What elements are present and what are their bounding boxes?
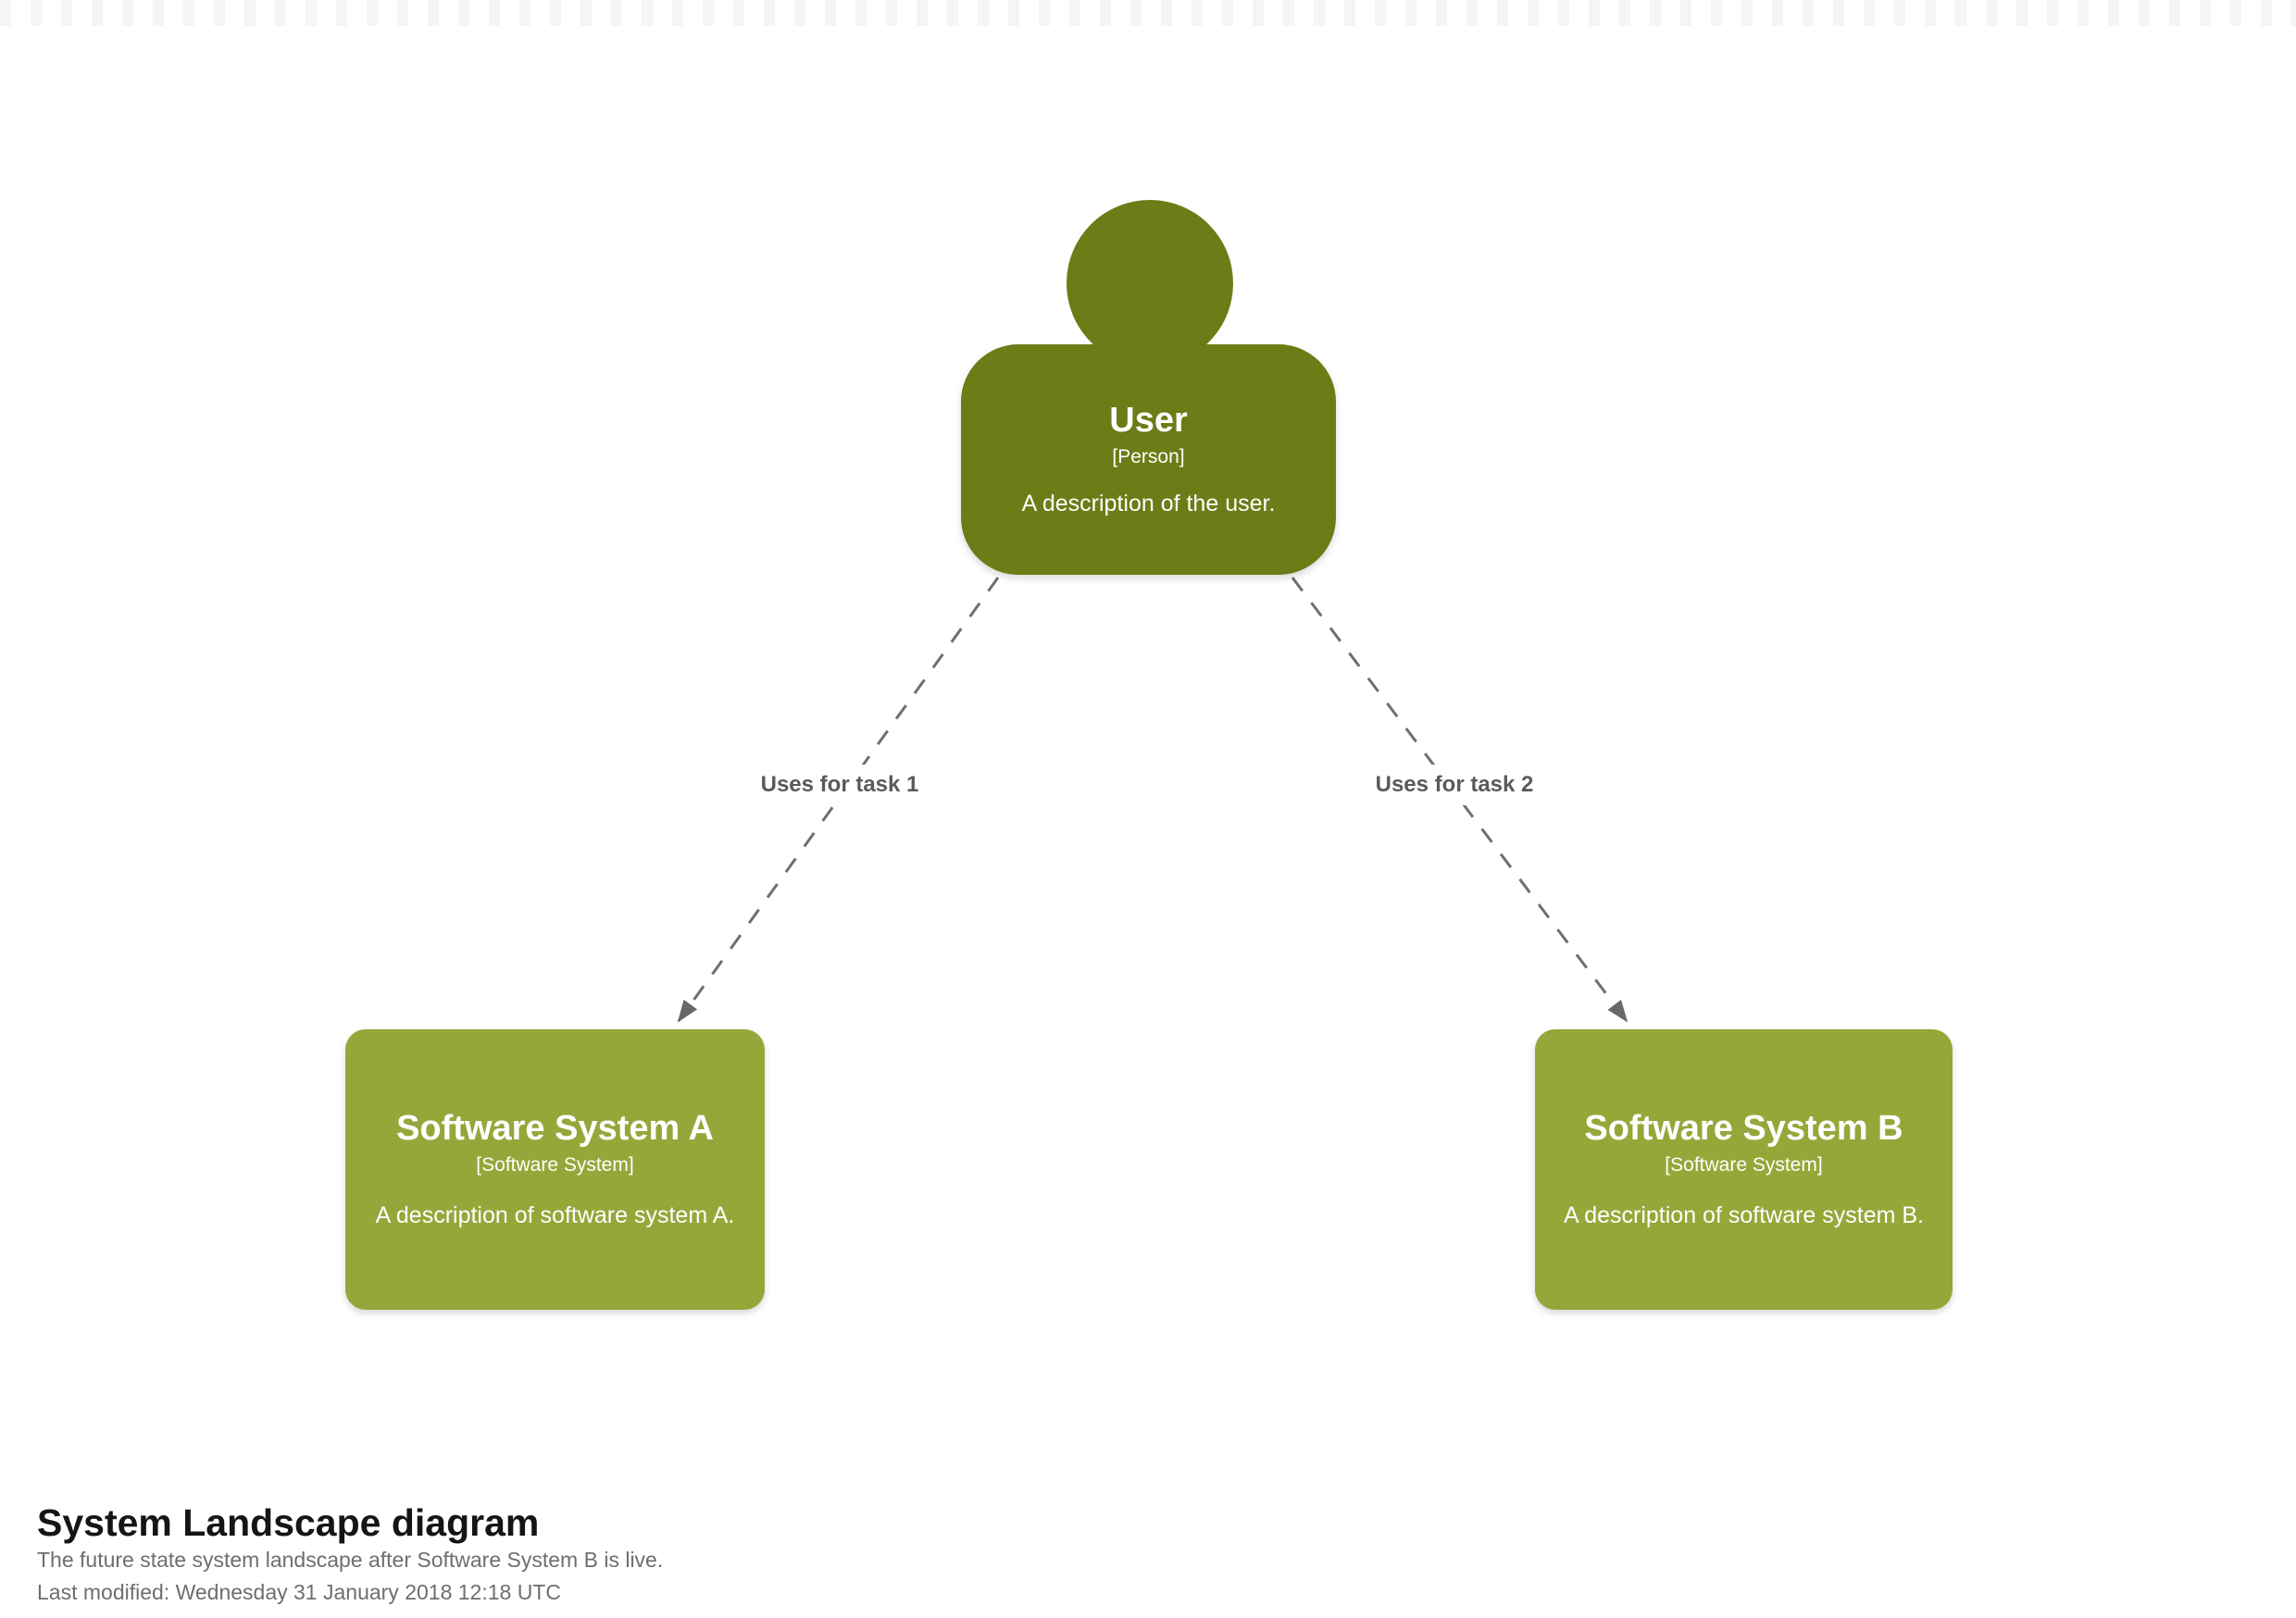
- element-software-system-a[interactable]: Software System A [Software System] A de…: [345, 1029, 765, 1310]
- element-name: Software System A: [396, 1108, 714, 1148]
- diagram-last-modified: Last modified: Wednesday 31 January 2018…: [37, 1580, 561, 1604]
- element-software-system-b[interactable]: Software System B [Software System] A de…: [1535, 1029, 1953, 1310]
- person-head-icon[interactable]: [1067, 200, 1233, 367]
- relationship-label-uses-for-task-1[interactable]: Uses for task 1: [751, 765, 929, 805]
- element-name: Software System B: [1584, 1108, 1903, 1148]
- element-description: A description of the user.: [1021, 490, 1276, 517]
- element-type: [Person]: [1112, 445, 1185, 467]
- element-user[interactable]: User [Person] A description of the user.: [961, 344, 1336, 575]
- element-description: A description of software system A.: [375, 1201, 735, 1228]
- element-type: [Software System]: [1665, 1153, 1823, 1176]
- diagram-title: System Landscape diagram: [37, 1501, 540, 1544]
- element-description: A description of software system B.: [1563, 1201, 1925, 1228]
- relationship-line-uses-for-task-1[interactable]: [677, 577, 1000, 1023]
- element-name: User: [1109, 400, 1188, 440]
- element-type: [Software System]: [476, 1153, 634, 1176]
- relationship-label-uses-for-task-2[interactable]: Uses for task 2: [1366, 765, 1543, 805]
- diagram-subtitle: The future state system landscape after …: [37, 1548, 664, 1572]
- top-stripe-pattern: [0, 0, 2296, 26]
